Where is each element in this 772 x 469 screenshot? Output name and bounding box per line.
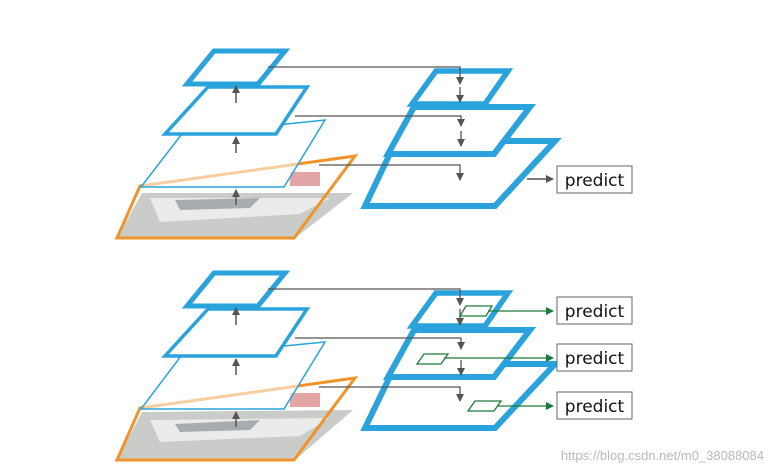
bottom-up-level-3 [181,270,291,309]
top-down-level-2 [382,327,537,380]
bottom-diagram: predict predict predict [114,270,633,462]
lateral-connection [295,337,465,350]
prediction-head [415,353,450,365]
lateral-connection [268,66,464,85]
predict-label: predict [565,349,625,369]
predict-label: predict [565,302,625,322]
lateral-connection [295,115,465,127]
bottom-up-level-2 [161,307,311,358]
prediction-head [458,305,494,317]
predict-box: predict [556,296,633,325]
bottom-up-level-3 [181,48,291,87]
predict-label: predict [565,397,625,417]
lateral-connection [319,164,464,181]
lateral-connection [319,386,464,402]
lateral-connection [268,288,464,306]
predict-box: predict [556,165,633,194]
predict-box: predict [556,343,633,372]
watermark: https://blog.csdn.net/m0_38088084 [561,448,764,463]
predict-label: predict [565,171,625,191]
bottom-up-level-2 [161,85,311,136]
top-down-level-2 [382,104,537,157]
top-diagram: predict [114,48,633,240]
prediction-head [466,400,503,412]
input-image-bottom [114,376,359,462]
predict-box: predict [556,391,633,420]
input-image-top [114,154,359,240]
